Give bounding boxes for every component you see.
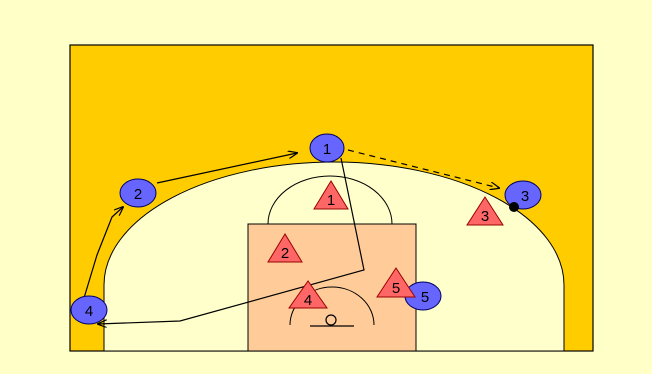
cut-line-4-to-2 bbox=[83, 207, 123, 299]
ball-icon bbox=[509, 202, 519, 212]
defense-triangle bbox=[313, 180, 349, 210]
defense-label: 5 bbox=[392, 280, 400, 297]
restricted-area-arc bbox=[289, 286, 375, 326]
defense-player-5: 5 bbox=[376, 267, 416, 298]
cut-line-2-to-1 bbox=[156, 153, 297, 184]
offense-label: 2 bbox=[134, 186, 142, 203]
defense-player-2: 2 bbox=[267, 233, 303, 263]
defense-triangle bbox=[376, 267, 416, 298]
defense-player-1: 1 bbox=[313, 180, 349, 210]
offense-label: 4 bbox=[85, 303, 93, 320]
defense-label: 3 bbox=[481, 208, 489, 225]
defense-label: 4 bbox=[304, 292, 312, 309]
offense-circle bbox=[70, 295, 108, 325]
defense-triangle bbox=[288, 280, 328, 309]
free-throw-circle bbox=[267, 175, 393, 225]
defense-triangle bbox=[267, 233, 303, 263]
defense-player-4: 4 bbox=[288, 280, 328, 309]
offense-player-4: 4 bbox=[70, 295, 108, 325]
cut-line-1-to-4 bbox=[98, 157, 365, 324]
basket-icon bbox=[325, 314, 337, 326]
defense-label: 1 bbox=[327, 192, 335, 209]
offense-player-2: 2 bbox=[119, 178, 157, 208]
pass-line-1-to-3 bbox=[347, 149, 499, 188]
offense-label: 5 bbox=[421, 289, 429, 306]
defense-label: 2 bbox=[281, 245, 289, 262]
offense-label: 3 bbox=[521, 188, 529, 205]
offense-label: 1 bbox=[323, 141, 331, 158]
defense-triangle bbox=[466, 196, 504, 226]
offense-player-1: 1 bbox=[309, 133, 345, 163]
defense-player-3: 3 bbox=[466, 196, 504, 226]
offense-circle bbox=[119, 178, 157, 208]
offense-circle bbox=[309, 133, 345, 163]
